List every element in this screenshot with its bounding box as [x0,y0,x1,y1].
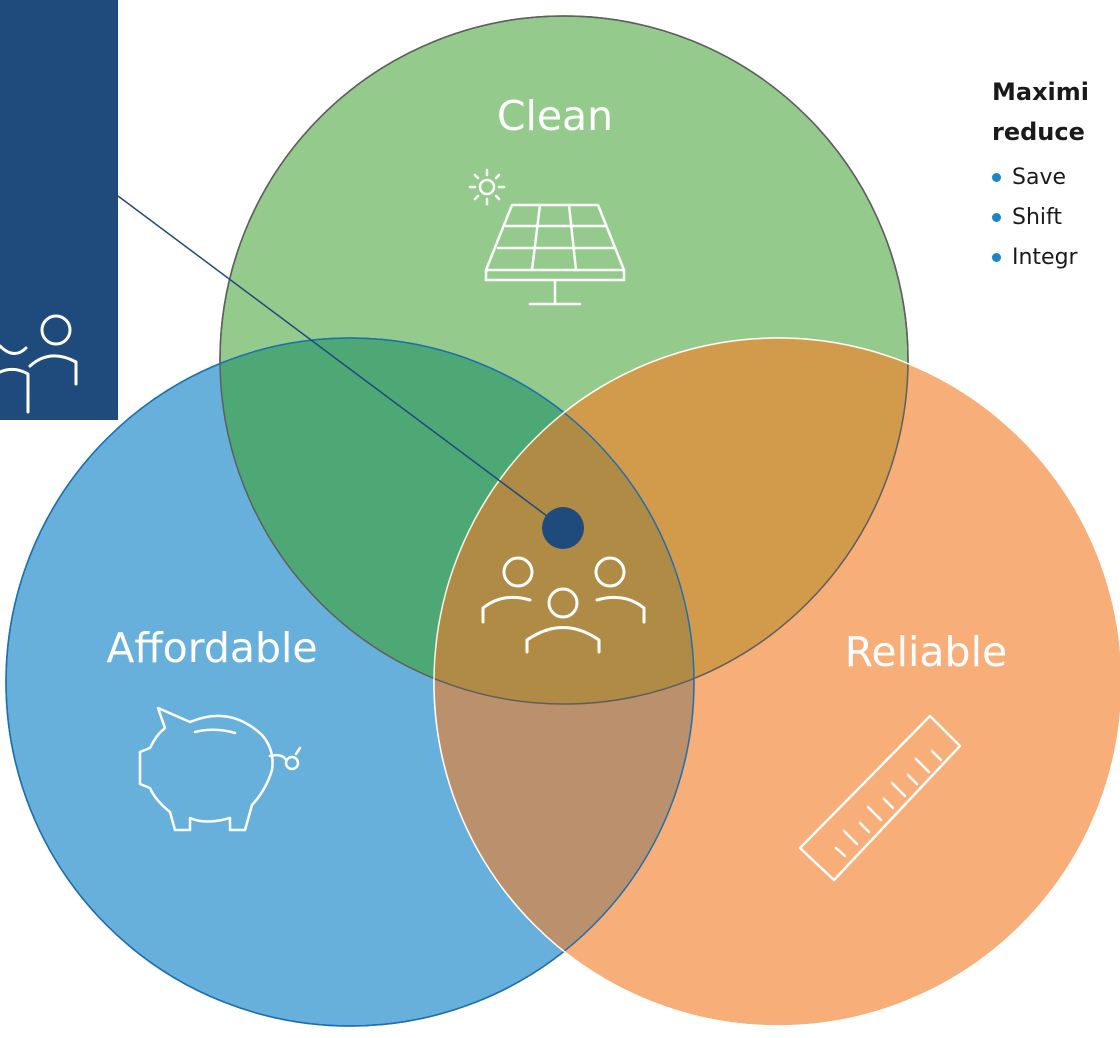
connector-line [117,195,564,529]
clean-label: Clean [497,92,613,140]
solar-panel-icon [468,168,626,306]
bullet-dot [992,213,1001,222]
heading-line-1: Maximi [992,78,1090,106]
center-marker [542,507,584,549]
bullet-dot [992,253,1001,262]
bullet-dot [992,173,1001,182]
list-item: Integr [992,238,1120,278]
list-item: Shift [992,198,1120,238]
side-panel [0,0,118,420]
reliable-label: Reliable [845,628,1007,676]
bullet-text: Shift [1012,205,1063,230]
text-block: Maximi reduce Save Shift Integr [992,72,1120,278]
heading-line-2: reduce [992,118,1085,146]
list-item: Save [992,158,1120,198]
bullet-text: Integr [1012,245,1078,270]
affordable-label: Affordable [106,624,317,672]
bullet-list: Save Shift Integr [992,158,1120,278]
piggy-bank-icon [138,706,302,832]
bullet-text: Save [1012,165,1067,190]
ruler-icon [798,714,962,882]
people-group-icon [0,314,78,414]
people-group-icon [481,556,646,654]
